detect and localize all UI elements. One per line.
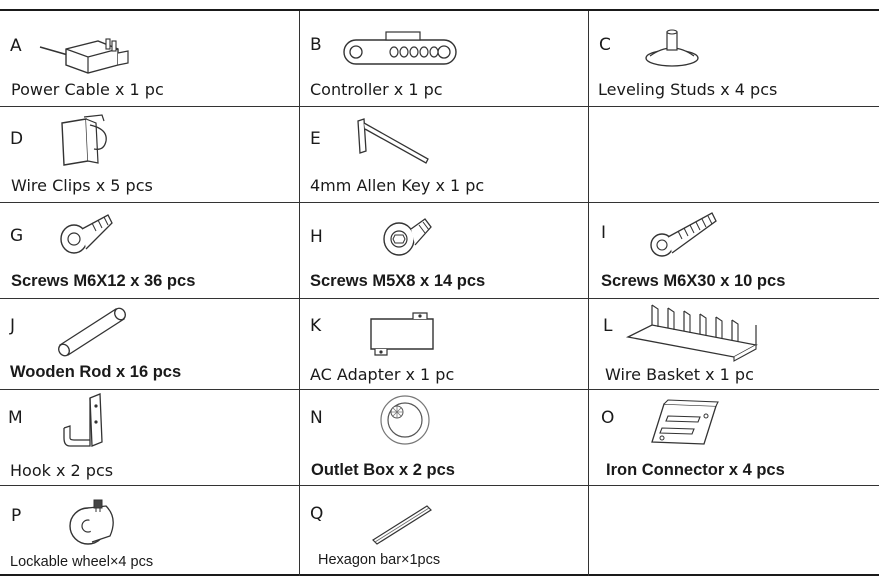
part-cell-empty-1 (588, 107, 879, 203)
screw-m6x30-icon (650, 212, 717, 257)
screw-m5x8-icon (383, 218, 432, 256)
part-label: Iron Connector x 4 pcs (606, 461, 785, 479)
iron-connector-icon (651, 399, 719, 445)
row-divider (0, 298, 879, 299)
screw-m6x12-icon (60, 214, 113, 254)
part-label: Wire Clips x 5 pcs (11, 176, 153, 195)
part-cell-i: I Screws M6X30 x 10 pcs (588, 203, 879, 299)
part-letter: M (8, 408, 23, 428)
part-letter: C (599, 35, 611, 55)
hook-icon (63, 393, 103, 447)
part-letter: H (310, 227, 323, 247)
part-letter: Q (310, 504, 324, 524)
part-cell-empty-2 (588, 486, 879, 576)
part-cell-o: O Iron Connector x 4 pcs (588, 390, 879, 486)
part-cell-a: A Power Cable x 1 pc (0, 11, 299, 106)
part-cell-q: Q Hexagon bar×1pcs (299, 486, 588, 576)
allen-key-icon (357, 118, 429, 164)
part-letter: A (10, 36, 22, 56)
part-letter: B (310, 35, 322, 55)
part-label: Screws M5X8 x 14 pcs (310, 272, 486, 290)
column-divider (299, 11, 300, 576)
part-label: 4mm Allen Key x 1 pc (310, 176, 485, 195)
parts-table (0, 9, 879, 576)
wooden-rod-icon (58, 307, 126, 357)
row-divider (0, 485, 879, 486)
part-cell-j: J Wooden Rod x 16 pcs (0, 299, 299, 390)
part-cell-e: E 4mm Allen Key x 1 pc (299, 107, 588, 203)
power-cable-icon (39, 38, 129, 74)
part-letter: K (310, 316, 322, 336)
ac-adapter-icon (370, 312, 434, 356)
part-letter: L (603, 316, 613, 336)
part-cell-p: P Lockable wheel×4 pcs (0, 486, 299, 576)
row-divider (0, 389, 879, 390)
part-label: AC Adapter x 1 pc (310, 365, 455, 384)
part-label: Outlet Box x 2 pcs (311, 461, 455, 479)
part-cell-k: K AC Adapter x 1 pc (299, 299, 588, 390)
part-label: Screws M6X30 x 10 pcs (601, 272, 786, 290)
outlet-box-icon (380, 395, 430, 445)
part-letter: E (310, 129, 321, 149)
part-letter: N (310, 408, 323, 428)
part-cell-c: C Leveling Studs x 4 pcs (588, 11, 879, 106)
part-label: Leveling Studs x 4 pcs (598, 80, 778, 99)
part-label: Hexagon bar×1pcs (318, 552, 441, 568)
hexagon-bar-icon (372, 505, 432, 545)
part-letter: J (10, 316, 16, 336)
controller-icon (343, 31, 457, 65)
part-label: Hook x 2 pcs (10, 461, 114, 480)
part-label: Screws M6X12 x 36 pcs (11, 272, 196, 290)
row-divider (0, 202, 879, 203)
part-cell-b: B Controller x 1 pc (299, 11, 588, 106)
part-cell-h: H Screws M5X8 x 14 pcs (299, 203, 588, 299)
part-label: Power Cable x 1 pc (11, 80, 164, 99)
part-label: Wire Basket x 1 pc (605, 365, 754, 384)
wire-clip-icon (61, 114, 107, 166)
part-letter: G (10, 226, 24, 246)
lockable-wheel-icon (69, 499, 114, 545)
part-cell-g: G Screws M6X12 x 36 pcs (0, 203, 299, 299)
part-letter: P (11, 506, 22, 526)
leveling-stud-icon (645, 29, 699, 67)
row-divider (0, 106, 879, 107)
part-letter: O (601, 408, 615, 428)
wire-basket-icon (625, 304, 758, 362)
column-divider (588, 11, 589, 576)
part-cell-d: D Wire Clips x 5 pcs (0, 107, 299, 203)
part-letter: D (10, 129, 24, 149)
part-cell-n: N Outlet Box x 2 pcs (299, 390, 588, 486)
part-cell-l: L Wire Basket x 1 pc (588, 299, 879, 390)
part-letter: I (601, 223, 607, 243)
part-label: Wooden Rod x 16 pcs (10, 363, 182, 381)
part-cell-m: M Hook x 2 pcs (0, 390, 299, 486)
part-label: Lockable wheel×4 pcs (10, 554, 154, 570)
part-label: Controller x 1 pc (310, 80, 443, 99)
